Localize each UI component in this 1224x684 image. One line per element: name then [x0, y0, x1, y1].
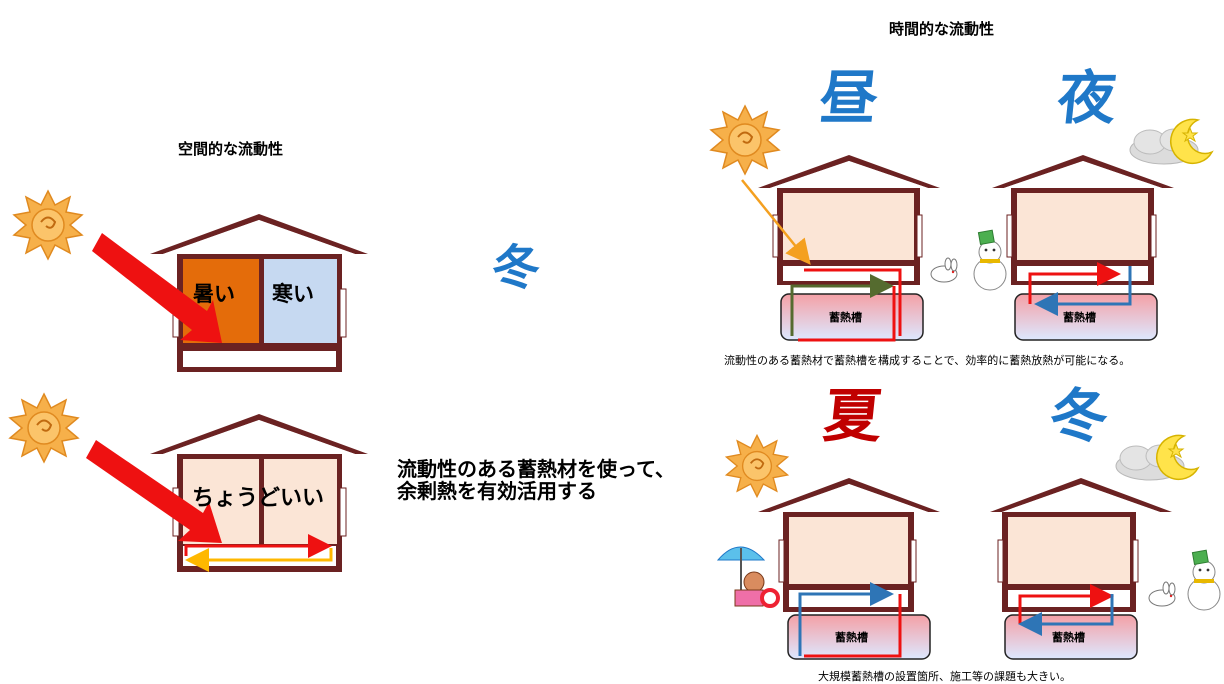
label-night: 夜 — [1054, 64, 1120, 132]
caption-bottom: 大規模蓄熱槽の設置箇所、施工等の課題も大きい。 — [818, 670, 1071, 683]
house-night — [992, 155, 1174, 285]
room-cold — [264, 259, 337, 343]
tank-label-summer: 蓄熱槽 — [835, 631, 868, 644]
tank-label-night: 蓄熱槽 — [1063, 311, 1096, 324]
house-day — [758, 155, 940, 285]
heat-tank-summer — [787, 614, 931, 660]
room-hot-label: 暑い — [193, 282, 235, 306]
sun-icon — [710, 105, 780, 175]
beach-umbrella-icon — [716, 546, 780, 608]
moon-cloud-icon — [1115, 434, 1199, 481]
tank-label-day: 蓄熱槽 — [829, 311, 862, 324]
sun-icon — [13, 190, 83, 260]
tank-label-winter: 蓄熱槽 — [1052, 631, 1085, 644]
sun-arrow-2 — [86, 440, 222, 543]
temporal-title: 時間的な流動性 — [889, 20, 995, 38]
moon-cloud-icon — [1129, 118, 1213, 165]
sun-arrow — [92, 233, 222, 343]
rabbit-icon — [930, 257, 958, 283]
description-line-1: 流動性のある蓄熱材を使って、 — [397, 457, 675, 481]
description-line-2: 余剰熱を有効活用する — [397, 479, 597, 503]
label-day: 昼 — [816, 64, 882, 132]
caption-top: 流動性のある蓄熱材で蓄熱槽を構成することで、効率的に蓄熱放熱が可能になる。 — [724, 354, 1131, 367]
label-winter: 冬 — [1046, 382, 1112, 450]
snowman-icon — [1186, 548, 1222, 612]
house-summer — [758, 478, 940, 612]
room-balanced-label: ちょうどいい — [192, 486, 325, 511]
snowman-icon — [972, 228, 1008, 292]
spatial-title: 空間的な流動性 — [178, 140, 284, 158]
season-winter-center: 冬 — [489, 240, 543, 296]
room-cold-label: 寒い — [272, 282, 314, 306]
sun-icon — [9, 393, 79, 463]
label-summer: 夏 — [820, 382, 886, 450]
sun-icon — [725, 434, 789, 498]
rabbit-icon — [1148, 581, 1176, 607]
house-winter — [990, 478, 1172, 612]
